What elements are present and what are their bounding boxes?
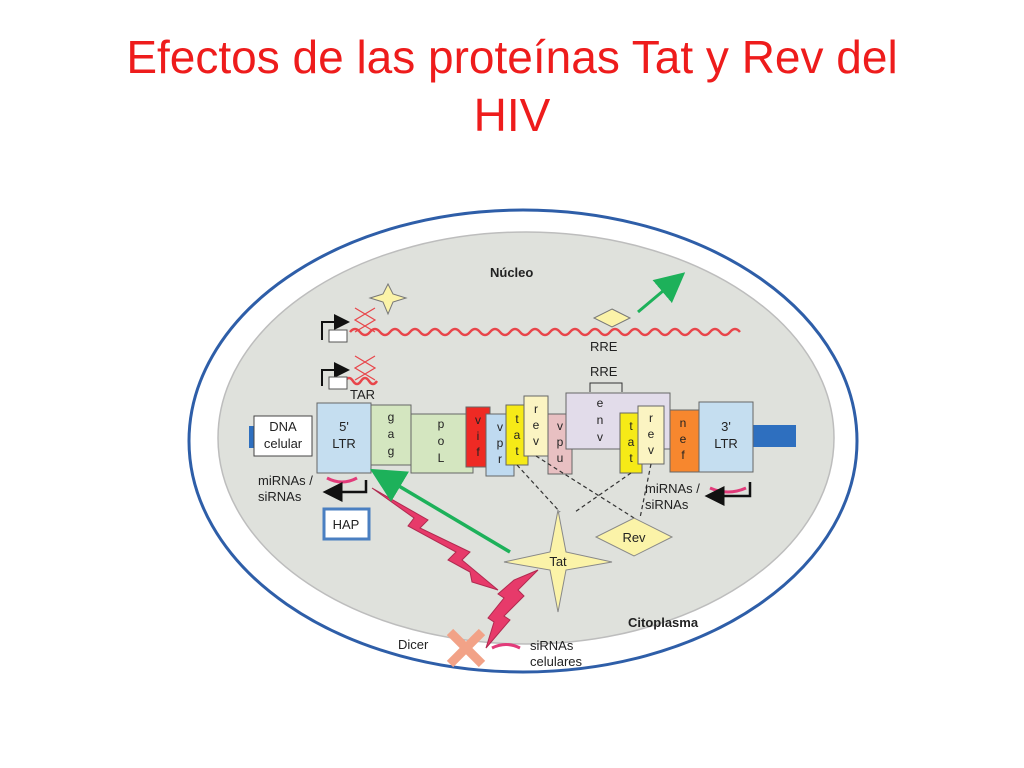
mirna-left-2: siRNAs [258, 489, 302, 504]
dna-label-1: DNA [269, 419, 297, 434]
ltr5-line-2: LTR [332, 436, 356, 451]
rev-diamond-small [592, 308, 632, 328]
gene-pol [410, 413, 474, 474]
tat2-l3: t [629, 451, 633, 465]
tat-star-icon [503, 509, 613, 613]
promoter-bottom [321, 355, 377, 390]
tat1-l2: a [514, 428, 521, 442]
rna-wave-top [349, 327, 741, 337]
mirna-right-1: miRNAs / [645, 481, 700, 496]
tar-label: TAR [350, 387, 375, 402]
tat-label: Tat [549, 554, 567, 569]
rev2-l2: e [648, 427, 655, 441]
nef-l1: n [680, 416, 687, 430]
mirna-right-2: siRNAs [645, 497, 689, 512]
gene-rev-2 [637, 405, 665, 465]
env-l1: e [597, 396, 604, 410]
rev-diamond-icon [594, 517, 674, 557]
tat-activation-arrow [369, 468, 511, 554]
vpr-l2: p [497, 436, 504, 450]
splice-lines [516, 455, 652, 519]
vif-l3: f [476, 445, 480, 459]
vpr-l3: r [498, 452, 502, 466]
lightning-bolt-2 [485, 569, 539, 649]
title-line-2: HIV [473, 89, 551, 141]
gag-l3: g [388, 444, 395, 458]
pol-l2: o [438, 434, 445, 448]
dna-label-2: celular [264, 436, 303, 451]
mirna-left-1: miRNAs / [258, 473, 313, 488]
rev-label: Rev [622, 530, 646, 545]
rre-label-genome: RRE [590, 364, 618, 379]
pol-l3: L [438, 451, 445, 465]
nef-l3: f [681, 448, 685, 462]
pol-l1: p [438, 417, 445, 431]
tat1-l3: t [515, 444, 519, 458]
gene-nef [669, 409, 701, 473]
vpr-l1: v [497, 420, 503, 434]
lightning-bolt-1 [371, 487, 499, 591]
sirna-celular-wave [491, 643, 521, 650]
export-arrow [637, 272, 686, 314]
tat1-l1: t [515, 412, 519, 426]
vpu-l1: v [557, 419, 563, 433]
mirna-left-arrow [322, 480, 368, 502]
hap-label: HAP [333, 517, 360, 532]
tat2-l2: a [628, 435, 635, 449]
nucleus-label: Núcleo [490, 265, 533, 280]
title-line-1: Efectos de las proteínas Tat y Rev del [126, 31, 898, 83]
rre-label-rna: RRE [590, 339, 618, 354]
mirna-right-arrow [704, 482, 752, 506]
dicer-label: Dicer [398, 637, 429, 652]
rev1-l1: r [534, 402, 538, 416]
sirnas-celulares-2: celulares [530, 654, 583, 669]
rev1-l2: e [533, 418, 540, 432]
slide-title: Efectos de las proteínas Tat y Rev del H… [0, 28, 1024, 144]
ltr5-box [316, 402, 372, 474]
gene-rev-1 [523, 395, 549, 457]
host-dna-right [750, 425, 796, 447]
small-star-icon [368, 282, 408, 316]
sirnas-celulares-1: siRNAs [530, 638, 574, 653]
dicer-x-icon [446, 628, 486, 668]
env-l3: v [597, 430, 603, 444]
tat2-l1: t [629, 419, 633, 433]
rev1-l3: v [533, 434, 539, 448]
ltr3-line-1: 3' [721, 419, 731, 434]
hap-box [322, 507, 371, 541]
env-l2: n [597, 413, 604, 427]
rev2-l3: v [648, 443, 654, 457]
rev2-l1: r [649, 411, 653, 425]
promoter-top [321, 307, 377, 343]
vpu-l2: p [557, 435, 564, 449]
gag-l2: a [388, 427, 395, 441]
nef-l2: e [680, 432, 687, 446]
rre-bracket [589, 382, 623, 392]
gag-l1: g [388, 410, 395, 424]
rna-wave-short [343, 376, 379, 386]
ltr3-line-2: LTR [714, 436, 738, 451]
dna-celular-box [253, 415, 313, 457]
vpu-l3: u [557, 451, 564, 465]
ltr5-line-1: 5' [339, 419, 349, 434]
vif-l1: v [475, 413, 481, 427]
cytoplasm-label: Citoplasma [628, 615, 699, 630]
vif-l2: i [477, 429, 480, 443]
ltr3-box [698, 401, 754, 473]
